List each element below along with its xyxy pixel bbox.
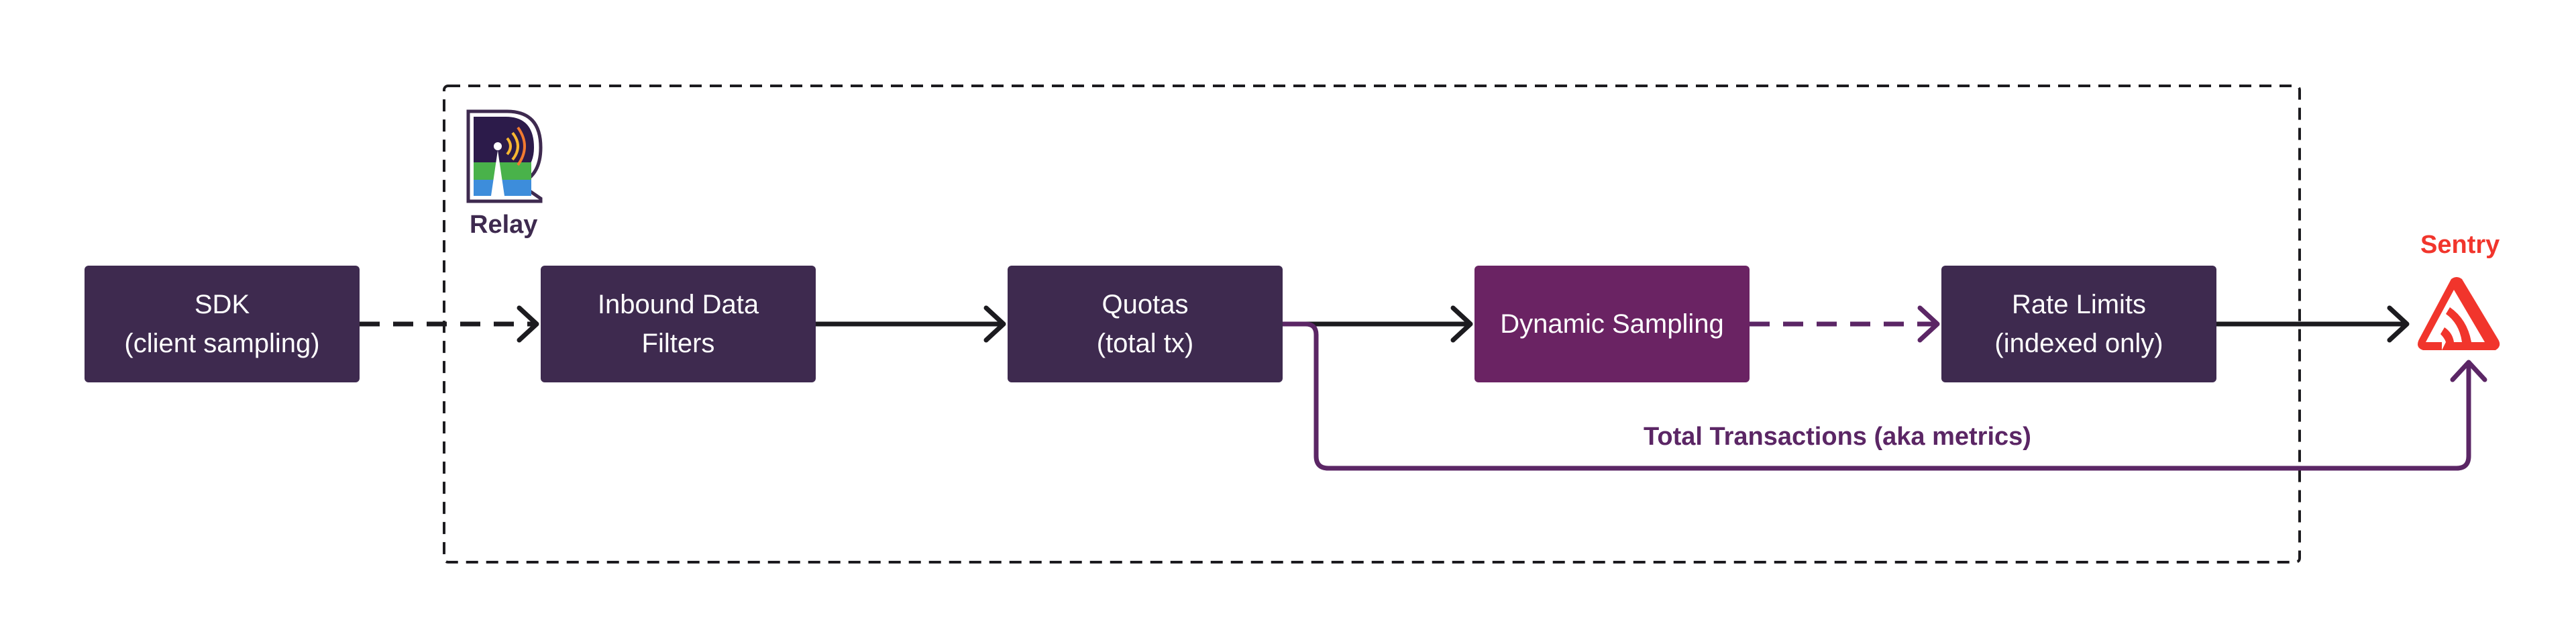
inbound-subtitle: Filters xyxy=(641,329,715,358)
sdk-title: SDK xyxy=(194,290,250,319)
edge-sampling-to-ratelimits xyxy=(1750,305,1940,343)
relay-label: Relay xyxy=(470,211,538,239)
quotas-box: Quotas (total tx) xyxy=(1008,266,1283,382)
inbound-title: Inbound Data xyxy=(597,290,759,319)
relay-logo-icon xyxy=(466,109,543,203)
edge-ratelimits-to-sentry xyxy=(2216,305,2410,343)
quotas-title: Quotas xyxy=(1102,290,1189,319)
sentry-label: Sentry xyxy=(2420,231,2500,259)
ratelimits-title: Rate Limits xyxy=(2011,290,2147,319)
sentry-logo-icon xyxy=(2418,277,2500,350)
quotas-subtitle: (total tx) xyxy=(1096,329,1194,358)
rate-limits-box: Rate Limits (indexed only) xyxy=(1941,266,2216,382)
edge-inbound-to-quotas xyxy=(816,305,1006,343)
inbound-filters-box: Inbound Data Filters xyxy=(541,266,816,382)
sampling-title: Dynamic Sampling xyxy=(1500,309,1724,339)
dynamic-sampling-box: Dynamic Sampling xyxy=(1474,266,1750,382)
sdk-box: SDK (client sampling) xyxy=(85,266,360,382)
edge-quotas-to-sentry xyxy=(1283,321,2487,471)
total-transactions-label: Total Transactions (aka metrics) xyxy=(1644,423,2031,451)
ratelimits-subtitle: (indexed only) xyxy=(1994,329,2163,358)
edge-sdk-to-inbound xyxy=(360,305,539,343)
sdk-subtitle: (client sampling) xyxy=(124,329,320,358)
